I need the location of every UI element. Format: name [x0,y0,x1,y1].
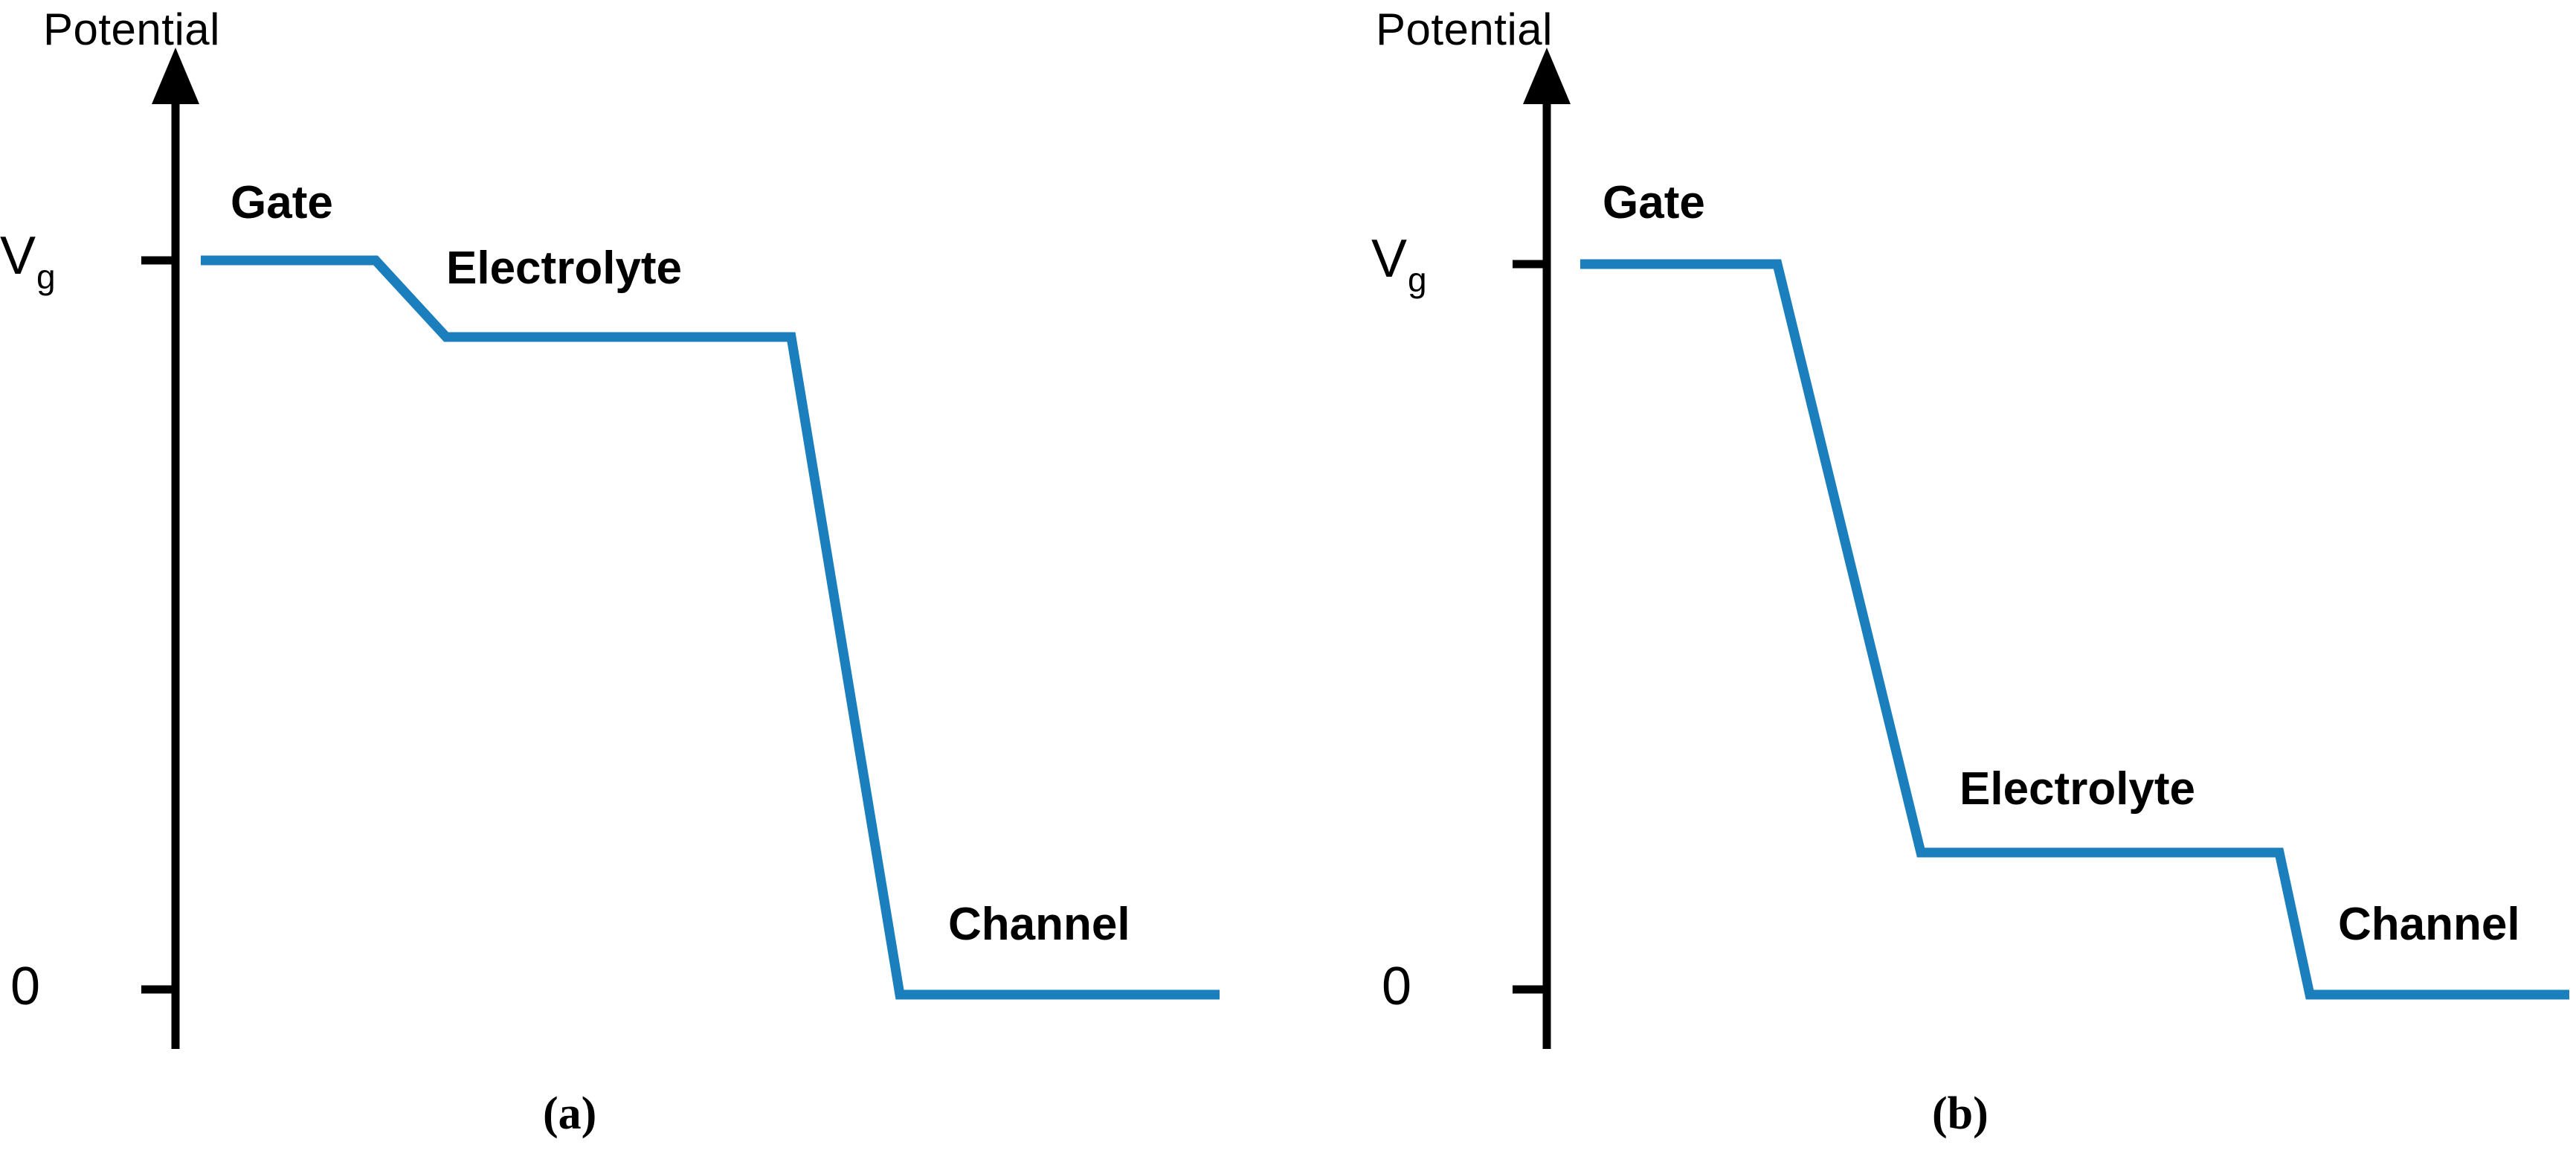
potential-curve-a [201,255,1220,1000]
panel-a-plot [141,48,1220,1049]
panel-caption-b: (b) [1932,1088,1989,1139]
axis-title-potential-b: Potential [1376,4,1553,54]
y-tick-label-zero-a: 0 [10,957,41,1016]
y-axis-a [152,48,199,1049]
region-label-gate-a: Gate [231,177,333,228]
vg-subscript-a: g [36,257,56,296]
potential-curve-b [1580,259,2569,1000]
vg-subscript-b: g [1408,260,1427,299]
y-tick-label-vg-b: Vg [1371,229,1427,297]
region-label-channel-a: Channel [948,899,1130,950]
region-label-channel-b: Channel [2338,899,2520,950]
region-label-gate-b: Gate [1603,177,1705,228]
panel-caption-a: (a) [543,1088,597,1139]
panel-b: Potential Vg 0 Gate Electrolyte Channel … [1288,0,2576,1165]
region-label-electrolyte-b: Electrolyte [1960,763,2196,815]
y-tick-label-vg-a: Vg [0,226,56,294]
axis-title-potential-a: Potential [43,4,220,54]
y-tick-label-zero-b: 0 [1382,957,1412,1016]
y-axis-b [1523,48,1571,1049]
panel-b-plot [1513,48,2569,1049]
vg-symbol-b: V [1371,229,1408,289]
panel-a: Potential Vg 0 Gate Electrolyte Channel … [0,4,1220,1139]
region-label-electrolyte-a: Electrolyte [446,243,683,294]
vg-symbol-a: V [0,226,36,286]
